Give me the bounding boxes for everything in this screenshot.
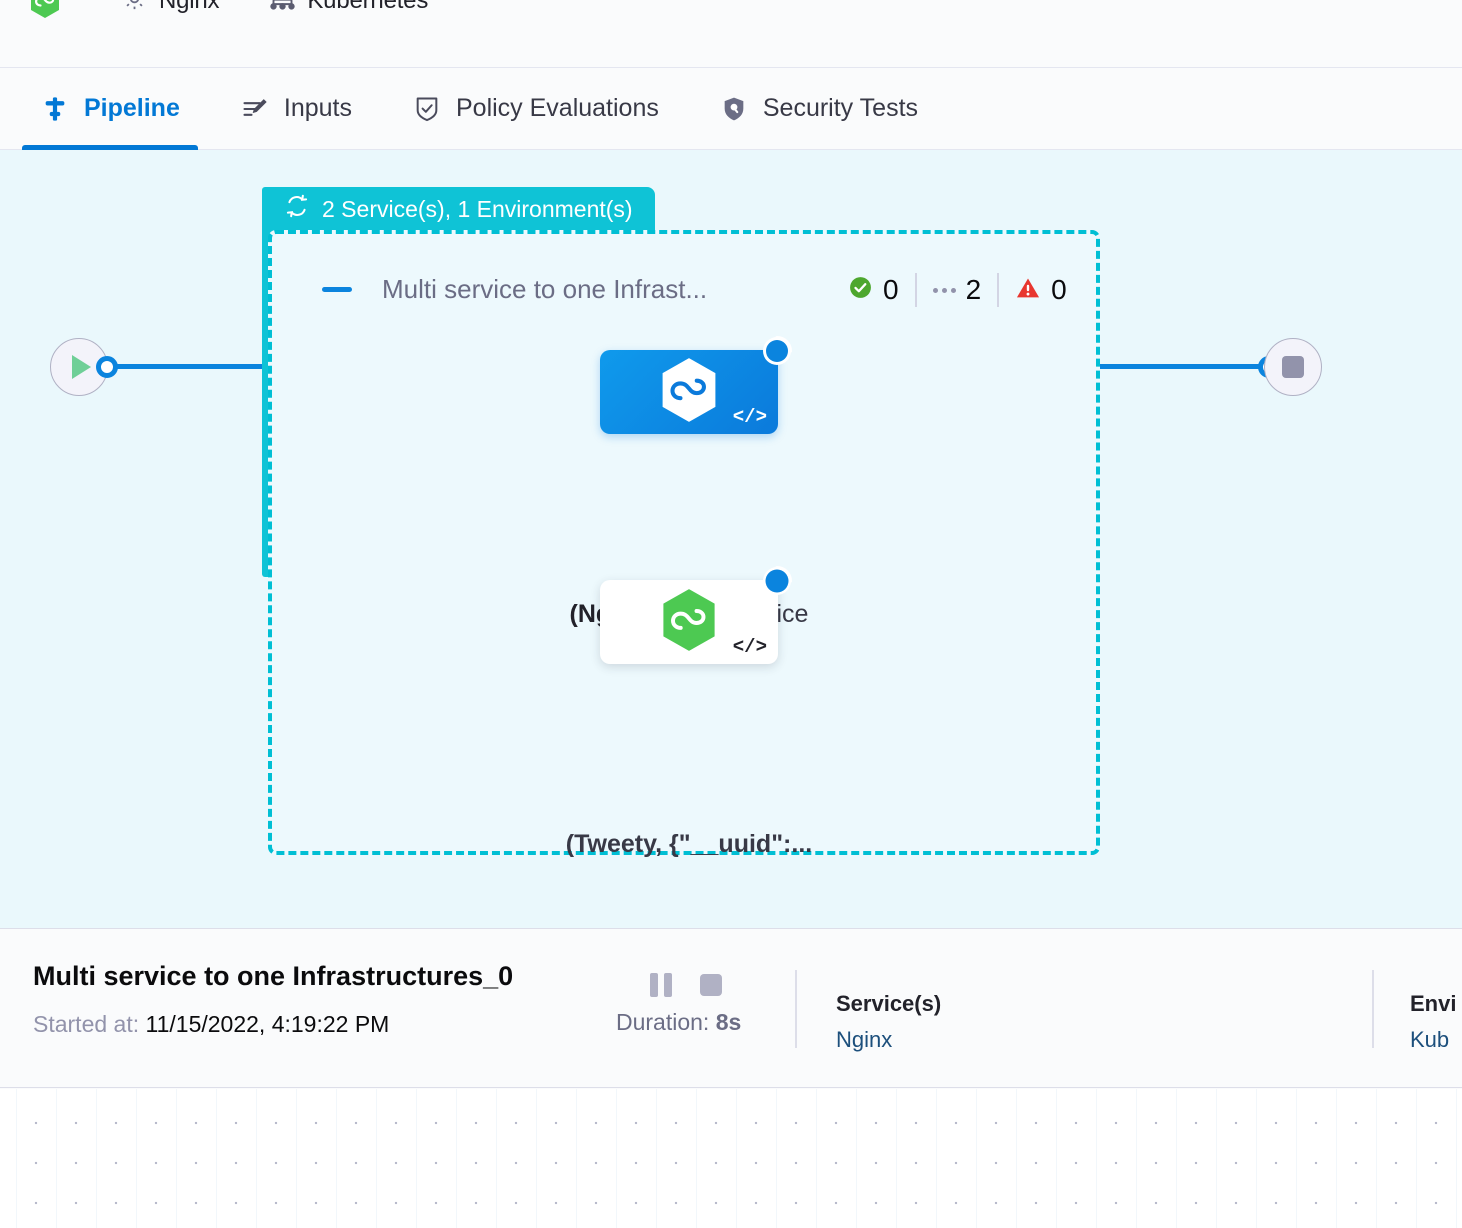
pending-dots-icon bbox=[932, 287, 956, 293]
footer-services-label: Service(s) bbox=[836, 991, 942, 1016]
stop-square-icon bbox=[1282, 356, 1304, 378]
execution-duration-label: Duration: bbox=[616, 1009, 710, 1035]
tab-pipeline[interactable]: Pipeline bbox=[22, 68, 198, 150]
code-icon: </> bbox=[732, 406, 767, 428]
status-success: 0 bbox=[832, 274, 915, 306]
status-success-count: 0 bbox=[883, 274, 899, 305]
policy-shield-check-icon bbox=[412, 94, 442, 124]
tab-inputs[interactable]: Inputs bbox=[236, 68, 356, 150]
execution-started-value: 11/15/2022, 4:19:22 PM bbox=[145, 1011, 390, 1037]
breadcrumb-item-project[interactable] bbox=[30, 0, 71, 18]
breadcrumb-item-service[interactable]: Nginx bbox=[121, 0, 220, 14]
play-icon bbox=[72, 355, 91, 379]
execution-duration-value: 8s bbox=[715, 1009, 742, 1035]
breadcrumb-item-environment[interactable]: Kubernetes bbox=[269, 0, 429, 14]
status-divider-2 bbox=[997, 273, 1000, 307]
execution-title: Multi service to one Infrastructures_0 bbox=[33, 961, 514, 991]
running-spinner-icon bbox=[760, 564, 794, 598]
breadcrumb-item-service-label: Nginx bbox=[159, 0, 220, 14]
harness-hexagon-green-icon bbox=[660, 588, 718, 657]
status-divider-1 bbox=[914, 273, 917, 307]
footer-environments-column: Envi Kub bbox=[1410, 991, 1456, 1053]
footer-divider-1 bbox=[795, 970, 797, 1048]
footer-environments-value[interactable]: Kub bbox=[1410, 1027, 1450, 1052]
stage-group-box[interactable] bbox=[268, 230, 1100, 855]
tweety-node-label-bold: (Tweety, {"__uuid":... bbox=[565, 830, 813, 858]
harness-hexagon-icon bbox=[30, 0, 60, 18]
footer-environments-label: Envi bbox=[1410, 991, 1457, 1016]
infrastructure-icon bbox=[269, 0, 296, 17]
footer-services-column: Service(s) Nginx bbox=[836, 991, 941, 1053]
inputs-icon bbox=[240, 94, 270, 124]
breadcrumb-item-environment-label: Kubernetes bbox=[307, 0, 429, 14]
start-connector-dot[interactable] bbox=[96, 356, 118, 378]
tab-security-tests-label: Security Tests bbox=[762, 94, 919, 122]
stage-title: Multi service to one Infrast... bbox=[382, 274, 708, 304]
security-shield-icon bbox=[719, 94, 749, 124]
stage-group-tag-label: 2 Service(s), 1 Environment(s) bbox=[322, 195, 633, 222]
execution-controls bbox=[650, 973, 722, 997]
pipeline-end-node[interactable] bbox=[1264, 338, 1322, 396]
status-pending: 2 bbox=[917, 274, 998, 306]
tab-security-tests[interactable]: Security Tests bbox=[715, 68, 922, 150]
tweety-service-node-label: (Tweety, {"__uuid":... bbox=[559, 823, 819, 865]
tab-pipeline-label: Pipeline bbox=[84, 94, 180, 122]
execution-started-at: Started at: 11/15/2022, 4:19:22 PM bbox=[33, 1011, 389, 1038]
status-pending-count: 2 bbox=[965, 274, 982, 305]
tab-policy-evaluations[interactable]: Policy Evaluations bbox=[408, 68, 663, 150]
status-error-count: 0 bbox=[1051, 274, 1067, 305]
stop-icon[interactable] bbox=[700, 974, 722, 996]
tab-inputs-label: Inputs bbox=[283, 94, 352, 122]
nginx-service-node[interactable]: </> bbox=[600, 336, 792, 434]
tweety-service-node[interactable]: </> bbox=[600, 566, 792, 664]
harness-hexagon-white-icon bbox=[659, 357, 719, 428]
code-icon: </> bbox=[732, 636, 767, 658]
check-circle-icon bbox=[848, 275, 873, 305]
breadcrumb: Nginx Kubernetes bbox=[0, 0, 1462, 68]
stage-group-tag[interactable]: 2 Service(s), 1 Environment(s) bbox=[262, 187, 655, 231]
tab-bar: Pipeline Inputs Policy Evaluations bbox=[0, 68, 1462, 150]
pause-icon[interactable] bbox=[650, 973, 672, 997]
gear-icon bbox=[121, 0, 148, 17]
pipeline-icon bbox=[40, 94, 70, 124]
start-connector-line bbox=[116, 364, 264, 369]
execution-footer: Multi service to one Infrastructures_0 S… bbox=[0, 928, 1462, 1088]
matrix-loop-icon bbox=[284, 193, 310, 225]
footer-divider-2 bbox=[1372, 970, 1374, 1048]
warning-triangle-icon bbox=[1015, 275, 1041, 306]
status-error: 0 bbox=[999, 274, 1083, 306]
running-spinner-icon bbox=[760, 334, 794, 368]
end-connector-line bbox=[1098, 364, 1270, 369]
background-dot-grid bbox=[0, 1089, 1462, 1228]
footer-services-value[interactable]: Nginx bbox=[836, 1027, 893, 1052]
stage-header[interactable]: Multi service to one Infrast... bbox=[322, 274, 707, 305]
collapse-dash-icon[interactable] bbox=[322, 287, 352, 292]
execution-duration: Duration: 8s bbox=[616, 1009, 741, 1036]
execution-started-label: Started at: bbox=[33, 1011, 140, 1037]
stage-status-summary: 0 2 0 bbox=[832, 270, 1083, 310]
tab-policy-evaluations-label: Policy Evaluations bbox=[455, 94, 659, 122]
pipeline-canvas[interactable]: 2 Service(s), 1 Environment(s) Multi ser… bbox=[0, 150, 1462, 928]
